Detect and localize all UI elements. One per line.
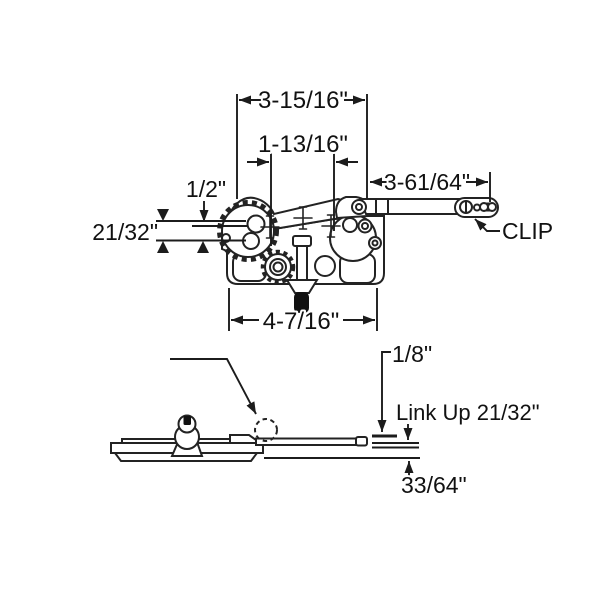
link-up-label: Link Up 21/32" (396, 400, 540, 425)
side-arm-tip (355, 436, 368, 447)
operator-arm (351, 197, 499, 218)
clip-label: CLIP (502, 218, 553, 244)
dim-label-half: 1/2" (186, 176, 226, 202)
dim-label-21-32: 21/32" (92, 219, 158, 245)
eighth-bracket (377, 351, 391, 432)
clip-leader (474, 218, 500, 232)
housing-hole (314, 255, 336, 277)
dim-label-33-64: 33/64" (401, 472, 467, 498)
dim-label-top-width: 3-15/16" (258, 87, 348, 114)
spline-stub (294, 292, 309, 313)
dim-label-eighth: 1/8" (392, 341, 432, 367)
stud-knob (170, 414, 204, 457)
drive-gear (217, 200, 279, 262)
dimension-lines (156, 94, 500, 477)
hidden-detail-dashed-circle (254, 418, 278, 442)
leader-line (170, 358, 257, 415)
sprocket-gear (260, 249, 296, 285)
dim-label-body-width: 4-7/16" (263, 308, 340, 335)
crank-shaft (285, 235, 319, 313)
operator-side-view (110, 414, 420, 462)
centerline-markers (260, 206, 341, 239)
dim-label-inner-width: 1-13/16" (258, 131, 348, 158)
dim-label-arm-length: 3-61/64" (384, 169, 470, 195)
operator-top-view (217, 196, 499, 313)
pivot-disc-hub (342, 217, 358, 233)
